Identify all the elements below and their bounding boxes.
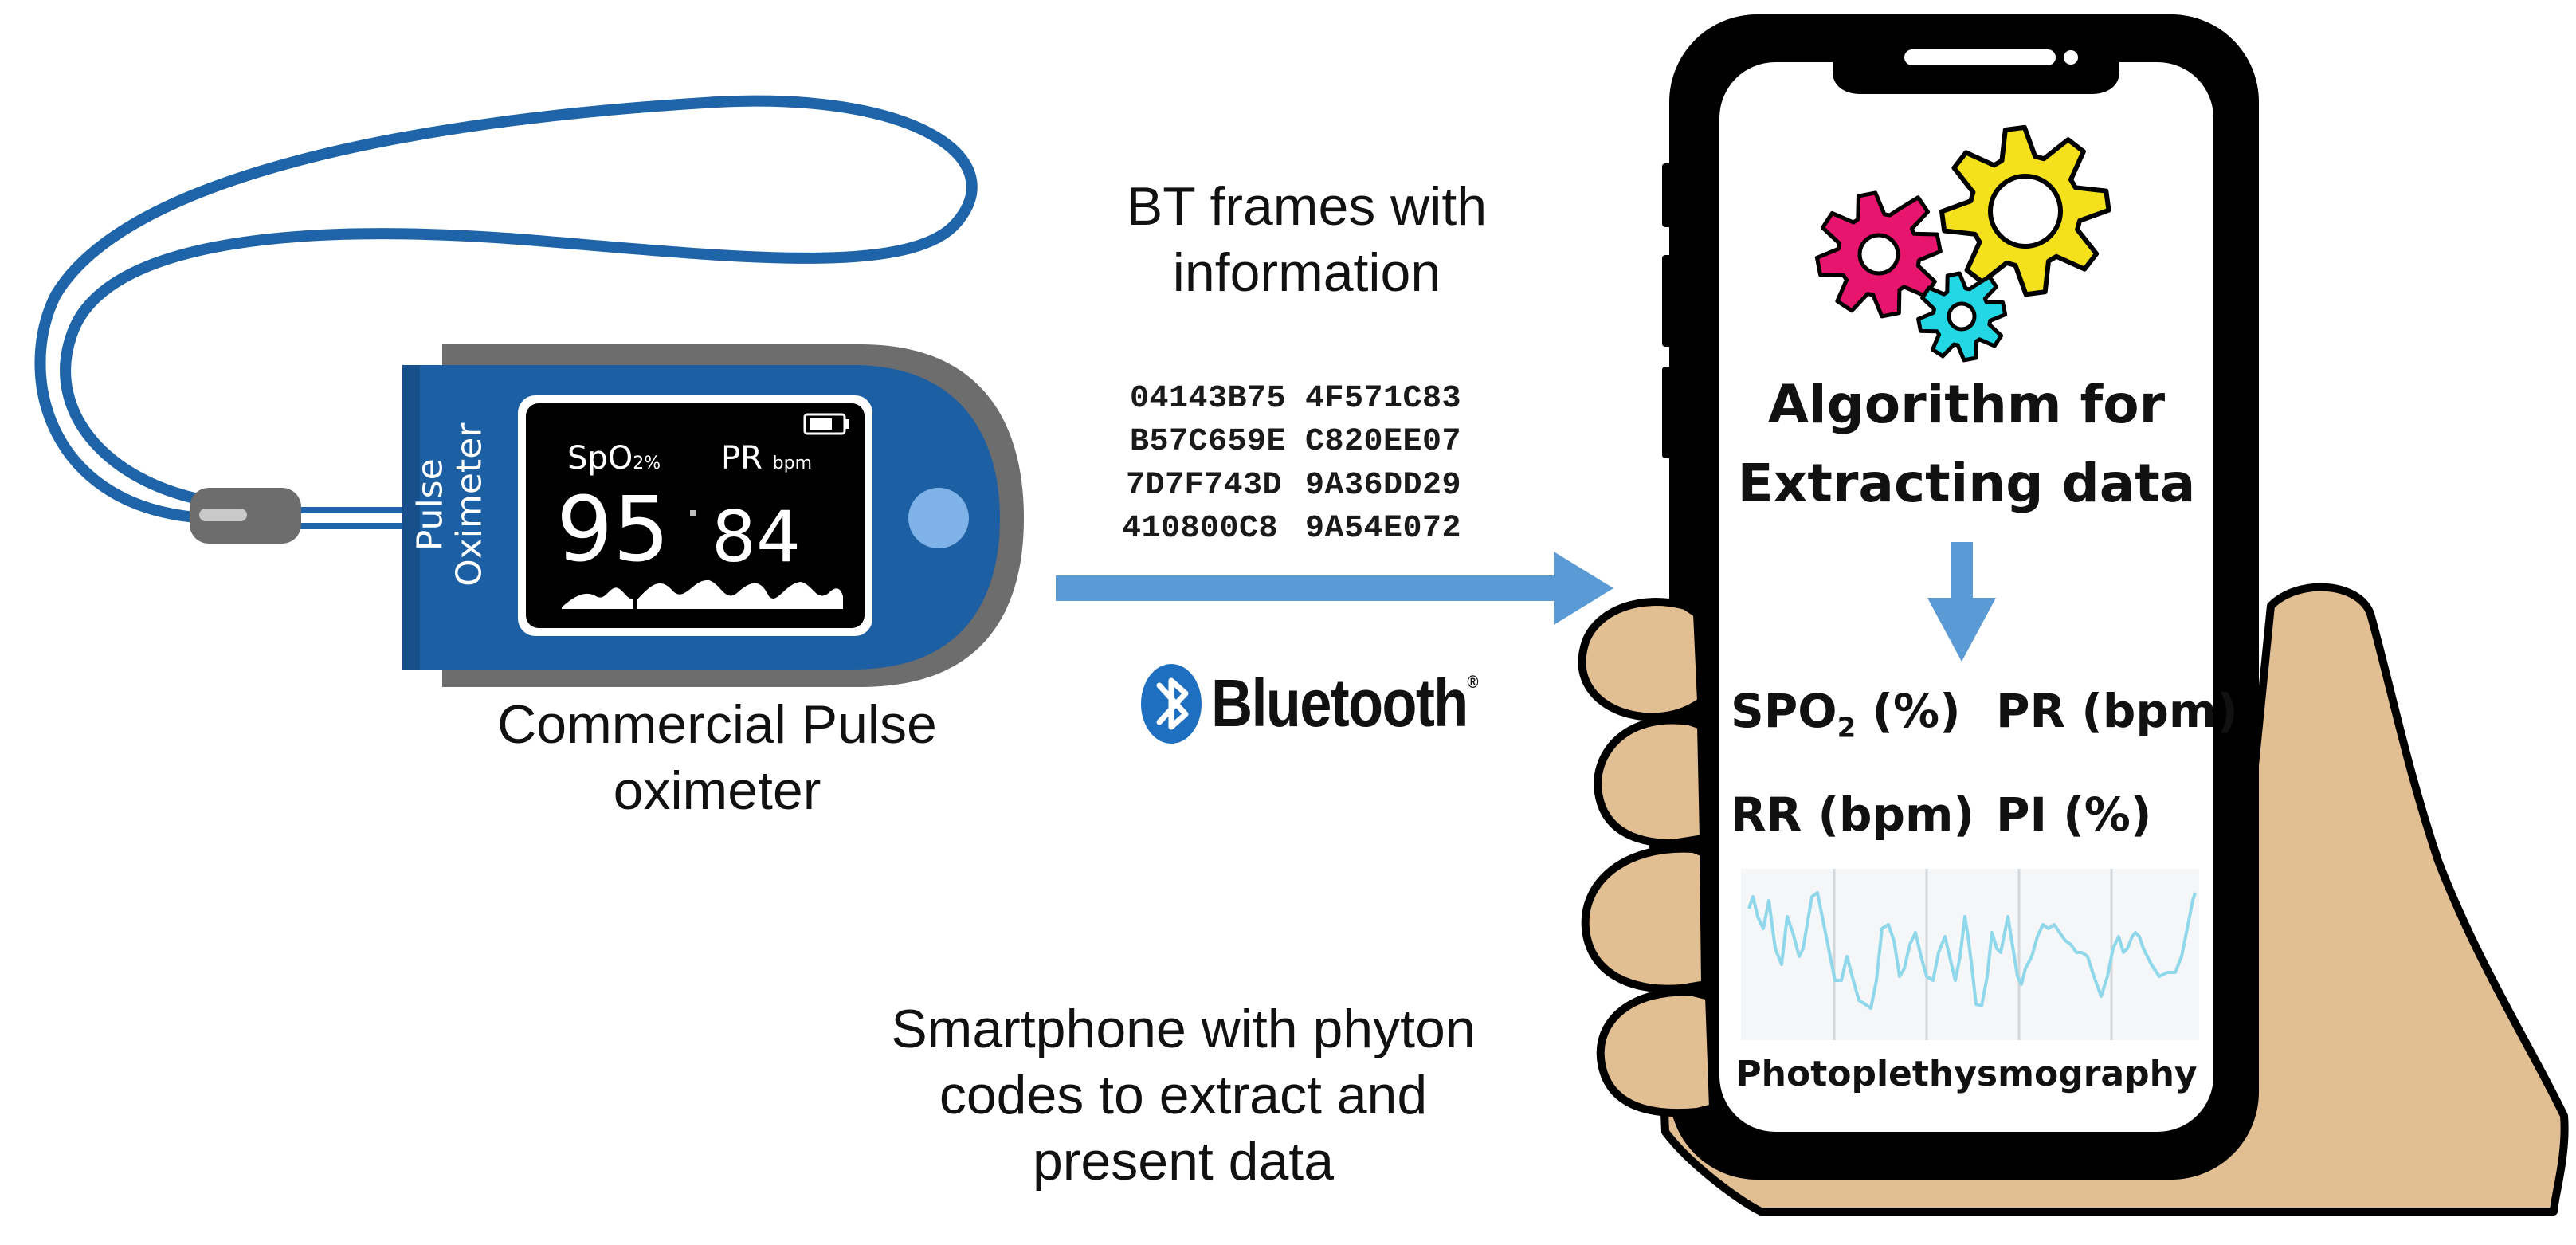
- pr-label-text: PR: [721, 440, 763, 477]
- pulse-oximeter-device: [402, 344, 1024, 687]
- smartphone-caption: Smartphone with phyton codes to extract …: [789, 996, 1578, 1195]
- lanyard-clip: [190, 488, 301, 544]
- smartphone-caption-line3: present data: [1032, 1130, 1335, 1192]
- device-brand-line2: Oximeter: [449, 422, 490, 587]
- algorithm-title: Algorithm for Extracting data: [1719, 365, 2213, 523]
- oximeter-caption-line1: Commercial Pulse: [497, 694, 937, 755]
- frame-cell: 4F571C83: [1305, 381, 1462, 417]
- frame-cell: 7D7F743D: [1126, 468, 1283, 504]
- frame-cell: 410800C8: [1122, 511, 1279, 547]
- frame-cell: B57C659E: [1130, 424, 1287, 460]
- frame-cell: C820EE07: [1305, 424, 1462, 460]
- fingers: [1578, 598, 1717, 1117]
- spo2-unit-text: 2%: [633, 454, 661, 473]
- right-arrow-icon: [1056, 552, 1613, 625]
- frame-cell: 9A54E072: [1305, 511, 1462, 547]
- frame-cell: 9A36DD29: [1305, 468, 1462, 504]
- battery-icon: [803, 413, 849, 435]
- frame-cell: 04143B75: [1130, 381, 1287, 417]
- down-arrow-icon: [1927, 542, 1996, 662]
- screen-pr-label: PR bpm: [721, 440, 812, 477]
- bluetooth-registered-mark: ®: [1467, 672, 1479, 692]
- gear-icon: [1814, 124, 2111, 363]
- ppg-waveform: [1747, 891, 2197, 1010]
- screen-pr-value: 84: [712, 496, 801, 578]
- metric-spo2-suffix: (%): [1856, 684, 1961, 738]
- screen-spo2-value: 95: [556, 478, 670, 582]
- metric-spo2: SPO2 (%): [1731, 684, 1961, 744]
- oximeter-caption-line2: oximeter: [613, 760, 821, 821]
- metric-pi: PI (%): [1996, 787, 2152, 842]
- smartphone-caption-line1: Smartphone with phyton: [891, 999, 1476, 1059]
- metric-spo2-sub: 2: [1837, 712, 1857, 744]
- algorithm-line2: Extracting data: [1737, 453, 2196, 514]
- metric-spo2-prefix: SPO: [1731, 684, 1837, 738]
- device-button: [908, 488, 969, 548]
- algorithm-line1: Algorithm for: [1767, 374, 2166, 435]
- bluetooth-icon: [1141, 664, 1202, 744]
- bluetooth-wordmark: Bluetooth®: [1211, 665, 1479, 742]
- device-brand-line1: Pulse: [410, 458, 451, 552]
- bt-caption-line2: information: [1172, 242, 1441, 303]
- screen-waveform-right: [637, 579, 843, 609]
- bt-caption-line1: BT frames with: [1126, 176, 1488, 237]
- oximeter-caption: Commercial Pulse oximeter: [430, 692, 1004, 824]
- pr-unit-text: bpm: [772, 454, 813, 473]
- spo2-label-text: SpO: [567, 440, 633, 477]
- bt-frames-caption: BT frames with information: [1052, 174, 1562, 306]
- ppg-chart: [1741, 869, 2199, 1040]
- metric-pr: PR (bpm): [1996, 684, 2238, 738]
- metric-rr: RR (bpm): [1731, 787, 1975, 842]
- screen-spo2-label: SpO2%: [567, 440, 661, 477]
- smartphone-caption-line2: codes to extract and: [939, 1064, 1428, 1125]
- screen-waveform-left: [562, 587, 633, 609]
- bluetooth-word: Bluetooth: [1211, 666, 1468, 740]
- ppg-label: Photoplethysmography: [1735, 1054, 2198, 1094]
